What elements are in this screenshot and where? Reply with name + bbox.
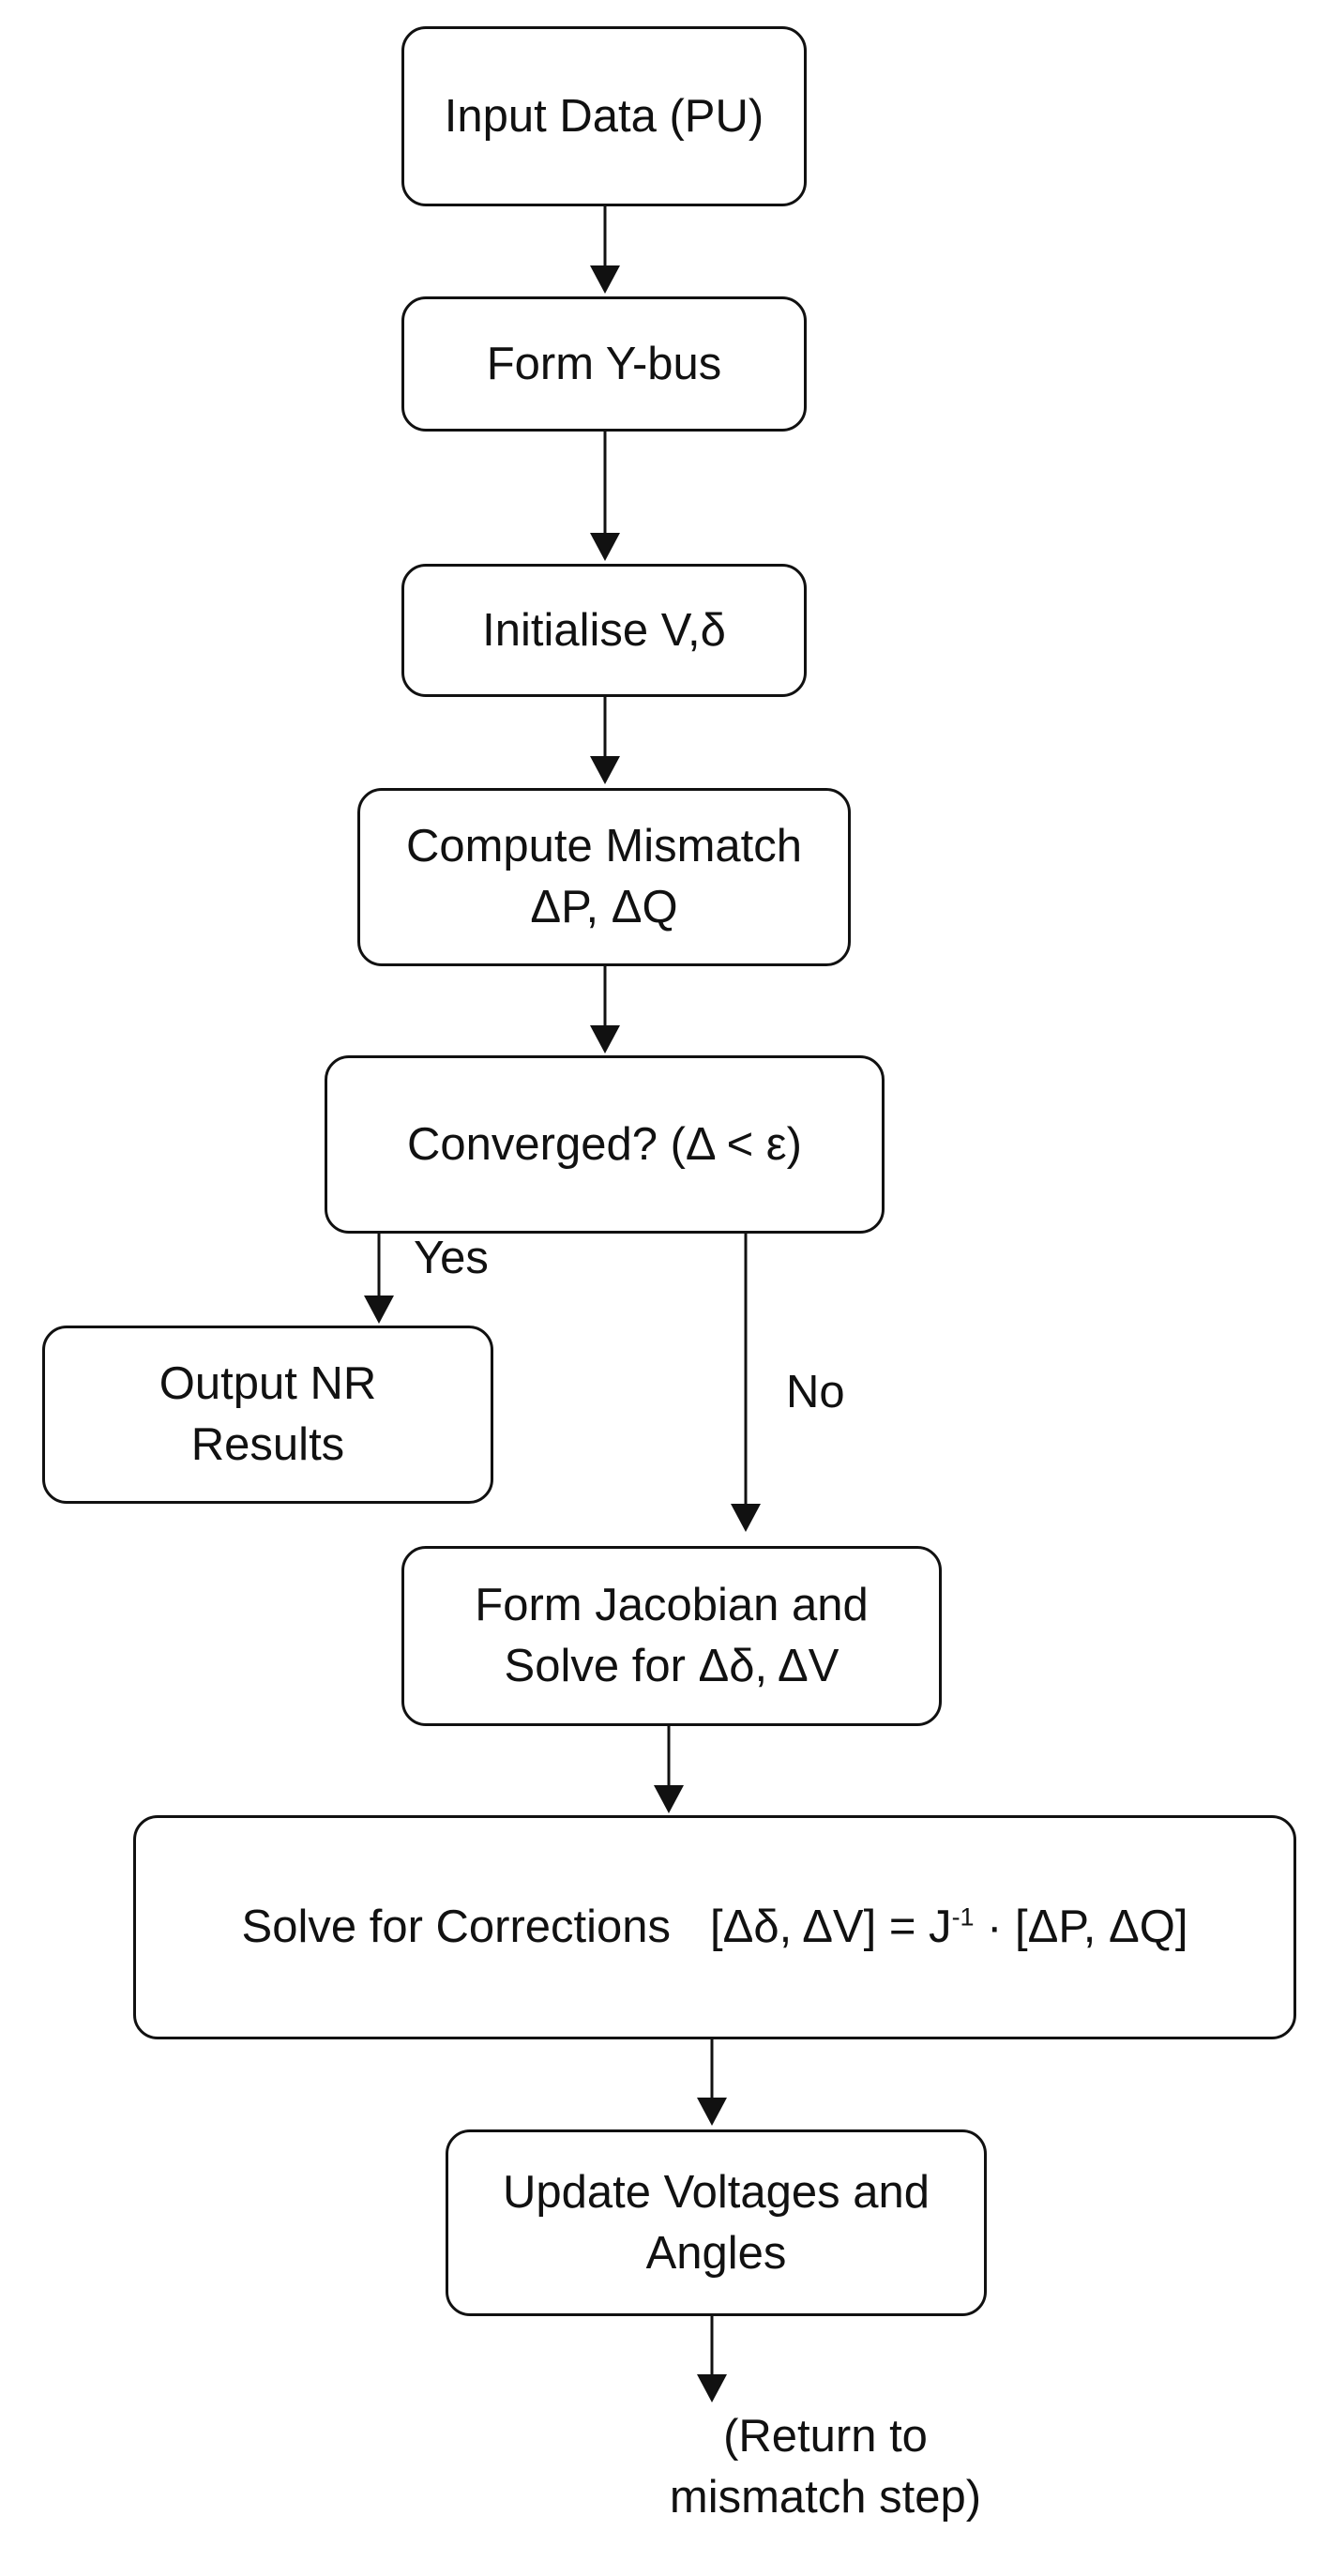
- yes-label: Yes: [414, 1233, 489, 1283]
- solve-corrections-node: Solve for Corrections [Δδ, ΔV] = J-1 · [Δ…: [133, 1815, 1296, 2039]
- form-ybus-label: Form Y-bus: [486, 338, 722, 389]
- no-label: No: [786, 1367, 845, 1417]
- solve-corrections-prefix: Solve for Corrections: [241, 1902, 672, 1953]
- arrow-input-to-ybus: [590, 206, 620, 294]
- arrow-ybus-to-initialise: [590, 432, 620, 561]
- input-data-node: Input Data (PU): [401, 26, 807, 206]
- update-line1: Update Voltages and: [503, 2166, 930, 2218]
- update-node: Update Voltages and Angles: [446, 2129, 987, 2316]
- compute-mismatch-node: Compute Mismatch ΔP, ΔQ: [357, 788, 851, 966]
- form-jacobian-node: Form Jacobian and Solve for Δδ, ΔV: [401, 1546, 942, 1726]
- output-results-line1: Output NR: [159, 1358, 377, 1410]
- form-jacobian-line1: Form Jacobian and: [475, 1580, 869, 1631]
- update-line2: Angles: [645, 2227, 787, 2279]
- compute-mismatch-line2: ΔP, ΔQ: [530, 882, 678, 932]
- arrow-jacobian-to-solve: [654, 1726, 684, 1813]
- return-note-line2: mismatch step): [669, 2471, 982, 2523]
- arrow-update-to-return: [697, 2316, 727, 2402]
- solve-corrections-superscript: -1: [951, 1902, 975, 1932]
- output-results-node: Output NR Results: [42, 1326, 493, 1504]
- solve-corrections-formula-right: · [ΔP, ΔQ]: [974, 1902, 1188, 1953]
- solve-corrections-formula-left: [Δδ, ΔV] = J: [710, 1902, 952, 1953]
- arrow-solve-to-update: [697, 2039, 727, 2126]
- form-ybus-node: Form Y-bus: [401, 296, 807, 432]
- solve-corrections-label: Solve for Corrections [Δδ, ΔV] = J-1 · [Δ…: [242, 1897, 1188, 1958]
- output-results-line2: Results: [190, 1419, 345, 1470]
- initialise-label: Initialise V,δ: [482, 604, 726, 656]
- compute-mismatch-line1: Compute Mismatch: [405, 821, 803, 872]
- initialise-node: Initialise V,δ: [401, 564, 807, 697]
- arrow-initialise-to-mismatch: [590, 697, 620, 784]
- input-data-label: Input Data (PU): [444, 90, 764, 142]
- return-to-mismatch-note: (Return to mismatch step): [628, 2406, 1022, 2527]
- return-note-line1: (Return to: [723, 2411, 928, 2462]
- converged-decision-node: Converged? (Δ < ε): [325, 1055, 885, 1234]
- arrow-yes-to-output: [364, 1234, 394, 1324]
- converged-label: Converged? (Δ < ε): [407, 1118, 802, 1170]
- arrow-no-to-jacobian: [731, 1234, 761, 1532]
- arrow-mismatch-to-converged: [590, 966, 620, 1053]
- form-jacobian-line2: Solve for Δδ, ΔV: [504, 1641, 839, 1691]
